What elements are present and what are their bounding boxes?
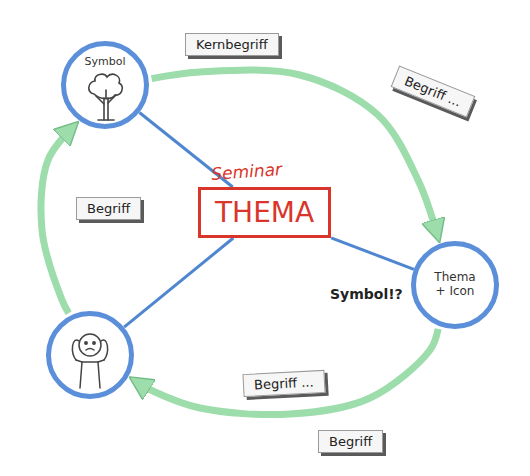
person-head [79, 334, 101, 356]
term-card: Begriff ... [242, 370, 325, 397]
link-line [124, 238, 233, 327]
term-text: Begriff [87, 201, 130, 216]
tree-crown [89, 74, 122, 98]
topic-heading: Seminar [211, 156, 331, 184]
tree-ground [98, 119, 114, 121]
term-card: Begriff ... [391, 66, 475, 118]
term-card: Begriff [76, 197, 141, 220]
thinking-person-icon [72, 334, 107, 388]
cycle-arrow [41, 126, 74, 313]
circle-text: Symbol [75, 56, 135, 69]
cycle-arrow [135, 329, 438, 415]
term-text: Kernbegriff [196, 37, 268, 52]
tree-trunk [104, 98, 108, 120]
circle-text: Thema + Icon [432, 271, 478, 299]
tree-icon [89, 74, 122, 120]
topic-box: SeminarTHEMA [198, 164, 331, 238]
person-eye [93, 342, 95, 344]
term-text: Begriff ... [402, 73, 463, 109]
term-text: Begriff [329, 434, 372, 449]
person-body [80, 362, 100, 388]
symbol-circle [46, 311, 134, 399]
note-label: Symbol!? [330, 286, 403, 302]
symbol-circle: Thema + Icon [411, 241, 499, 329]
term-card: Begriff [318, 430, 383, 453]
symbol-circle: Symbol [61, 41, 149, 129]
term-text: Begriff ... [254, 374, 314, 392]
person-hands [72, 340, 107, 360]
link-line [331, 238, 414, 269]
person-eye [85, 342, 87, 344]
term-card: Kernbegriff [185, 33, 279, 56]
person-mouth [86, 349, 94, 351]
topic-title: THEMA [198, 187, 331, 238]
